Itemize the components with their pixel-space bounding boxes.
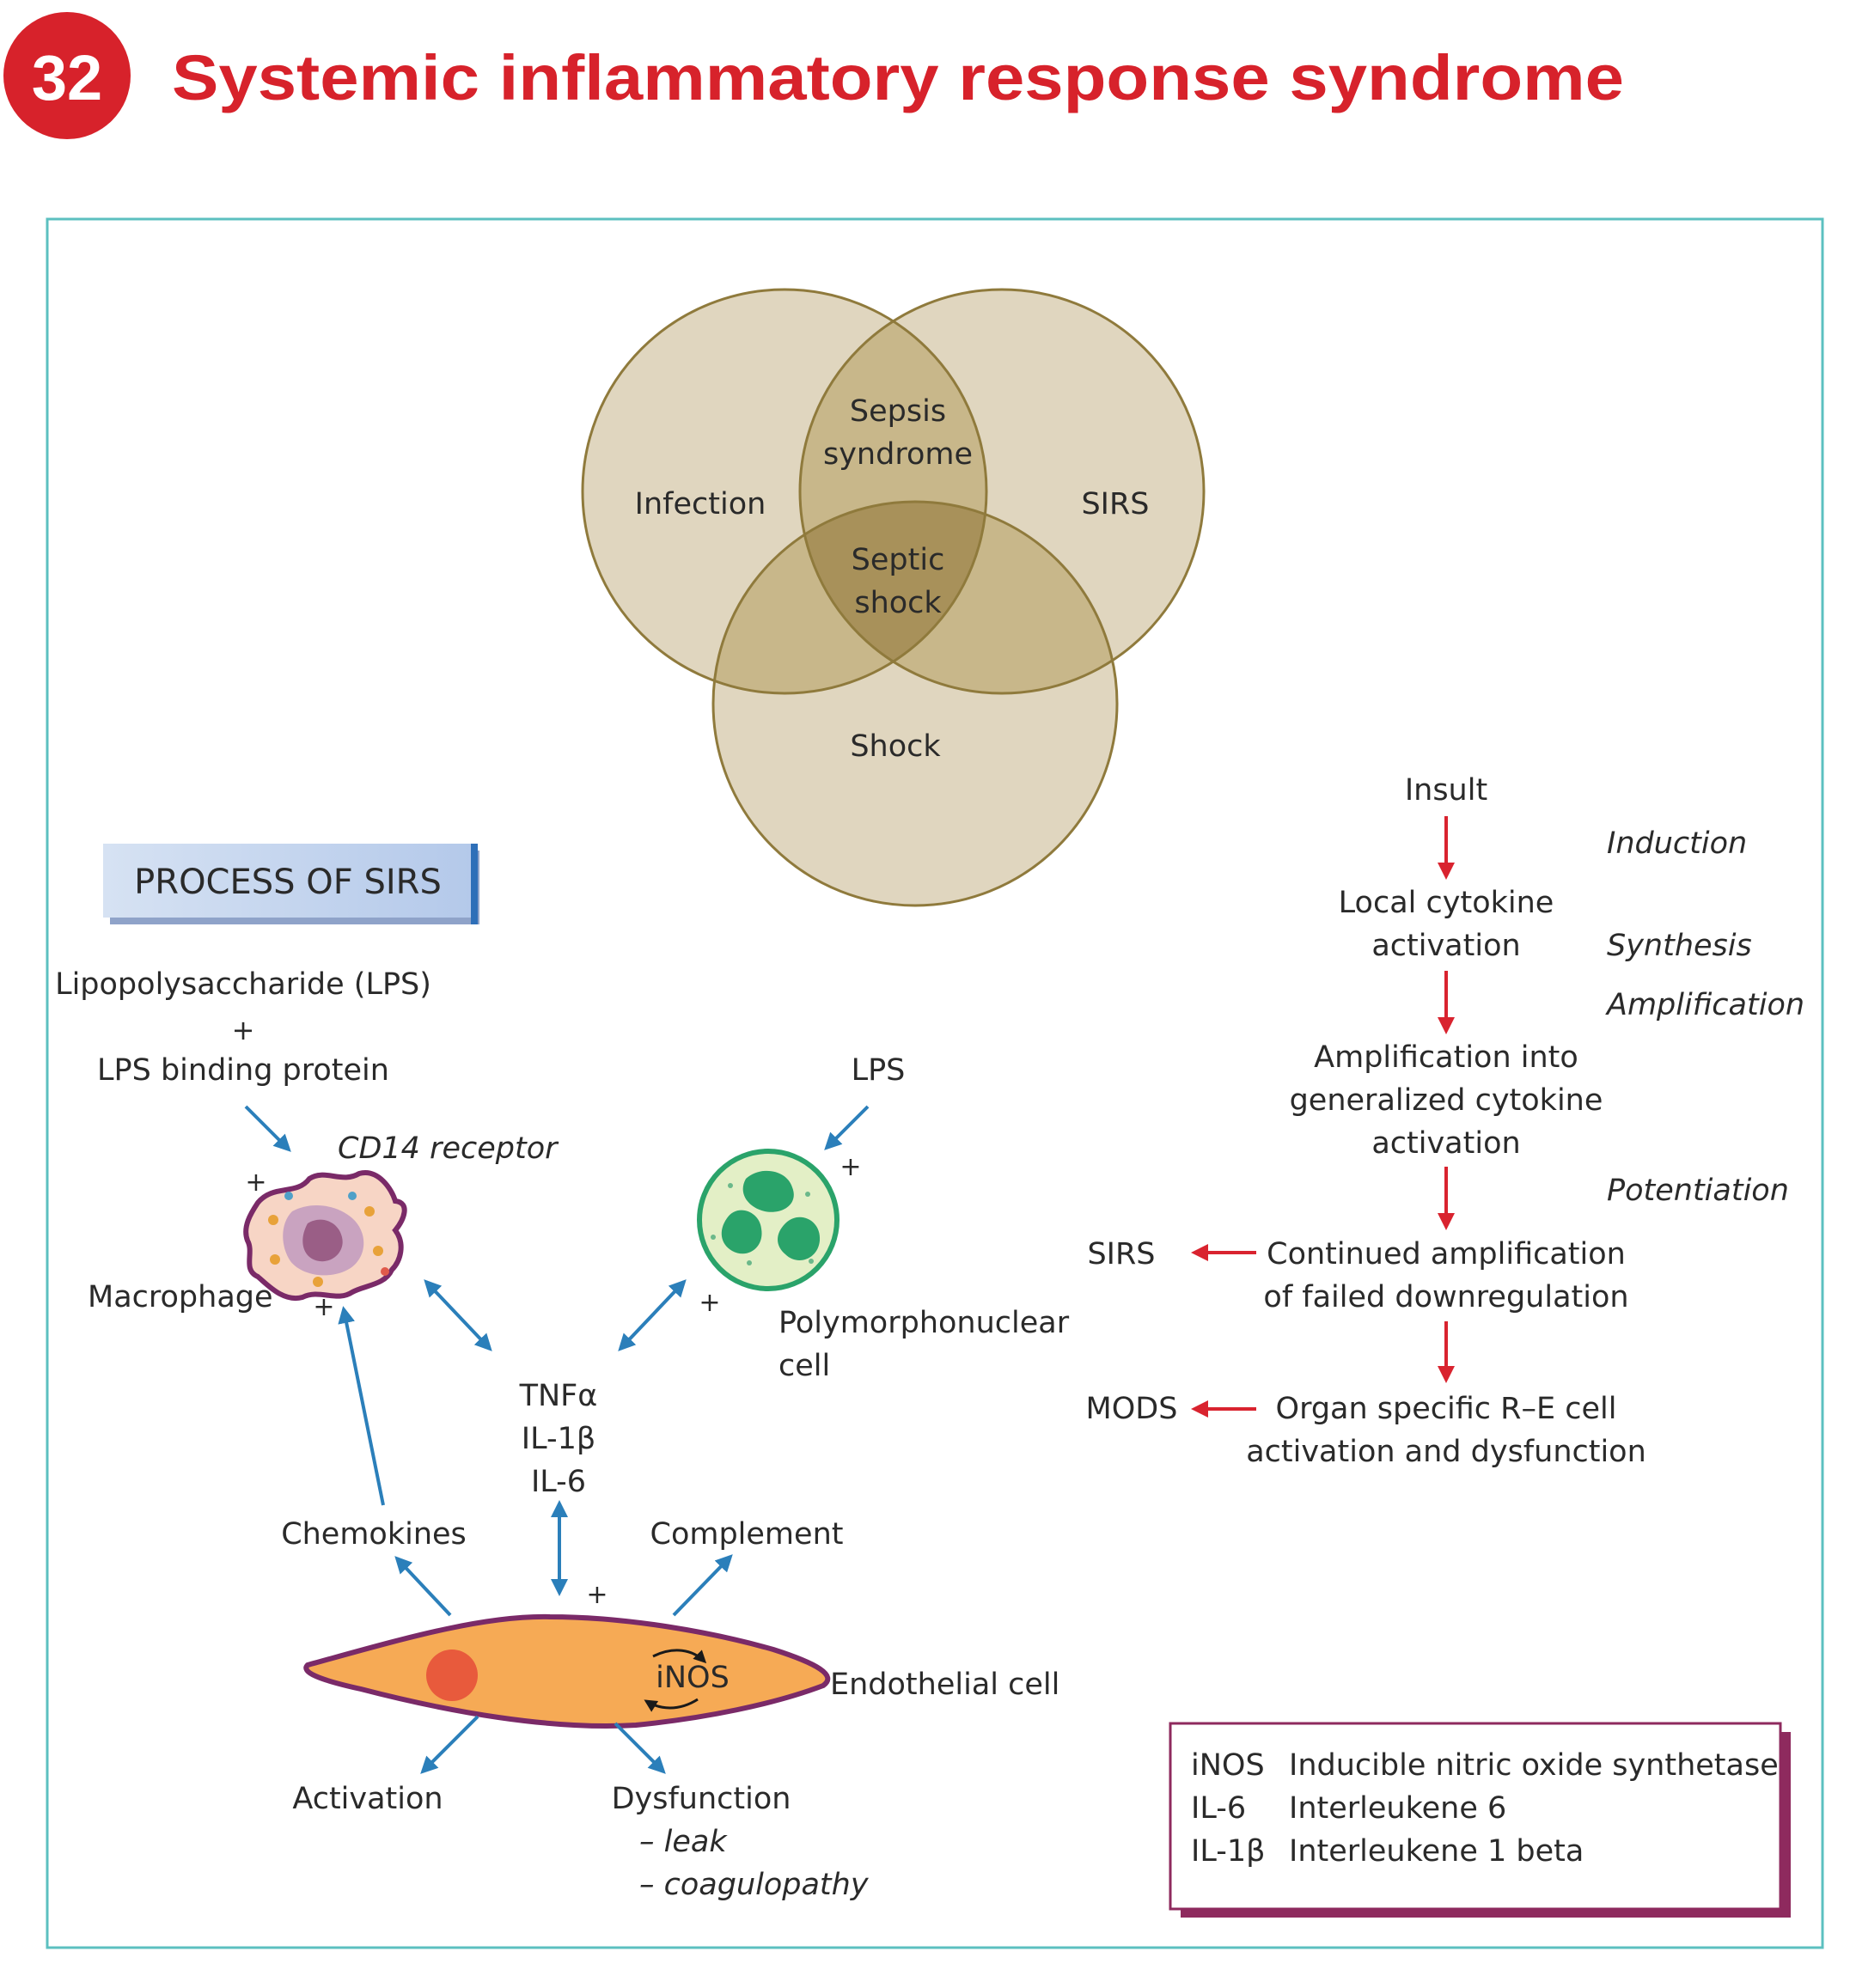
arrow-endo-activation [420, 1715, 479, 1774]
inos-label: iNOS [656, 1661, 730, 1695]
cascade-induction: Induction [1607, 826, 1747, 861]
cytokine-tnf: TNFα [519, 1379, 598, 1413]
arrow-pmn-cytokines [618, 1279, 687, 1351]
pmn-label-2: cell [778, 1349, 830, 1383]
legend-desc-3: Interleukene 1 beta [1289, 1834, 1584, 1869]
coagulopathy-label: – coagulopathy [639, 1868, 870, 1902]
venn-label-sepsis-2: syndrome [823, 437, 973, 472]
arrow-chemokines-macrophage [338, 1306, 385, 1506]
cascade-amplification: Amplification [1605, 988, 1804, 1022]
pmn-label-1: Polymorphonuclear [778, 1306, 1070, 1340]
lps-right-label: LPS [852, 1053, 906, 1088]
venn-label-septic-1: Septic [852, 543, 945, 577]
legend-abbr-1: iNOS [1191, 1748, 1265, 1783]
venn-label-sirs: SIRS [1081, 487, 1149, 521]
cascade-mods: MODS [1086, 1392, 1178, 1426]
chapter-badge [3, 12, 131, 139]
plus-sign-pmn-top: + [840, 1152, 861, 1182]
activation-label: Activation [292, 1782, 443, 1816]
cytokine-il1: IL-1β [522, 1422, 595, 1456]
process-arrows [244, 1105, 870, 1774]
lps-label: Lipopolysaccharide (LPS) [55, 967, 431, 1002]
plus-sign-pmn-bottom: + [699, 1288, 720, 1318]
venn-diagram: Infection SIRS Shock Sepsis syndrome Sep… [581, 288, 1206, 907]
endothelial-cell: iNOS [303, 1613, 831, 1729]
cytokine-cascade: Insult Induction Local cytokine activati… [1086, 773, 1805, 1469]
plus-sign-endo: + [586, 1580, 608, 1610]
chapter-number: 32 [32, 42, 102, 113]
legend-desc-1: Inducible nitric oxide synthetase [1289, 1748, 1779, 1783]
arrow-macrophage-cytokines [424, 1279, 492, 1351]
cascade-continued-2: of failed downregulation [1263, 1280, 1628, 1314]
leak-label: – leak [639, 1825, 728, 1859]
venn-label-septic-2: shock [854, 586, 942, 620]
complement-label: Complement [650, 1517, 844, 1552]
cascade-local-1: Local cytokine [1339, 886, 1554, 920]
cascade-sirs: SIRS [1087, 1237, 1155, 1271]
process-heading: PROCESS OF SIRS [134, 863, 442, 902]
endothelial-cell-label: Endothelial cell [830, 1668, 1059, 1702]
abbreviation-legend: iNOS Inducible nitric oxide synthetase I… [1169, 1722, 1791, 1918]
arrow-lps-to-pmn [824, 1105, 870, 1150]
cascade-local-2: activation [1371, 929, 1520, 963]
chemokines-label: Chemokines [281, 1517, 467, 1552]
arrow-endo-chemokines [394, 1556, 452, 1617]
cd14-receptor-label: CD14 receptor [338, 1131, 559, 1166]
cascade-potentiation: Potentiation [1607, 1174, 1789, 1208]
venn-label-infection: Infection [635, 487, 766, 521]
arrow-endo-complement [672, 1554, 733, 1617]
cascade-insult: Insult [1405, 773, 1487, 808]
venn-label-shock: Shock [850, 729, 941, 764]
cascade-organ-2: activation and dysfunction [1246, 1435, 1646, 1469]
venn-label-sepsis-1: Sepsis [850, 394, 946, 429]
arrow-lps-to-macrophage [244, 1105, 291, 1152]
legend-desc-2: Interleukene 6 [1289, 1791, 1506, 1826]
lps-binding-protein-label: LPS binding protein [97, 1053, 389, 1088]
polymorphonuclear-cell [697, 1149, 840, 1291]
cascade-continued-1: Continued amplification [1267, 1237, 1626, 1271]
cascade-amp-3: activation [1371, 1126, 1520, 1161]
dysfunction-label: Dysfunction [612, 1782, 791, 1816]
macrophage-label: Macrophage [88, 1280, 273, 1314]
process-heading-box: PROCESS OF SIRS [103, 844, 479, 924]
arrow-endo-dysfunction [614, 1722, 666, 1774]
cascade-amp-1: Amplification into [1314, 1040, 1578, 1075]
cascade-synthesis: Synthesis [1607, 929, 1752, 963]
cascade-amp-2: generalized cytokine [1290, 1083, 1603, 1118]
plus-sign-macro-top: + [245, 1168, 266, 1198]
page-title: Systemic inflammatory response syndrome [172, 42, 1624, 113]
plus-sign-lps: + [232, 1014, 255, 1046]
legend-abbr-3: IL-1β [1191, 1834, 1265, 1869]
macrophage-cell [243, 1170, 407, 1302]
cascade-organ-1: Organ specific R–E cell [1276, 1392, 1617, 1426]
cytokine-il6: IL-6 [531, 1465, 586, 1499]
legend-abbr-2: IL-6 [1191, 1791, 1246, 1826]
figure-frame [46, 217, 1824, 1949]
